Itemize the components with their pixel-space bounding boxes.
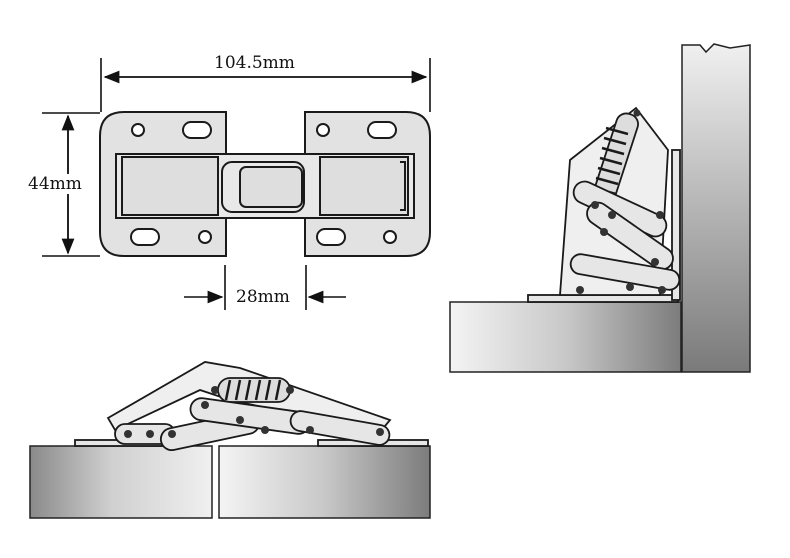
side-view-closed <box>449 43 751 373</box>
height-dimension-label: 44mm <box>28 174 82 194</box>
horizontal-board <box>449 301 682 373</box>
vertical-panel <box>681 43 751 373</box>
hinge-top-view <box>99 111 431 257</box>
right-board <box>218 445 431 519</box>
side-view-open <box>29 361 431 519</box>
left-board <box>29 445 213 519</box>
length-dimension-label: 104.5mm <box>214 53 295 73</box>
gap-dimension-label: 28mm <box>236 287 290 307</box>
